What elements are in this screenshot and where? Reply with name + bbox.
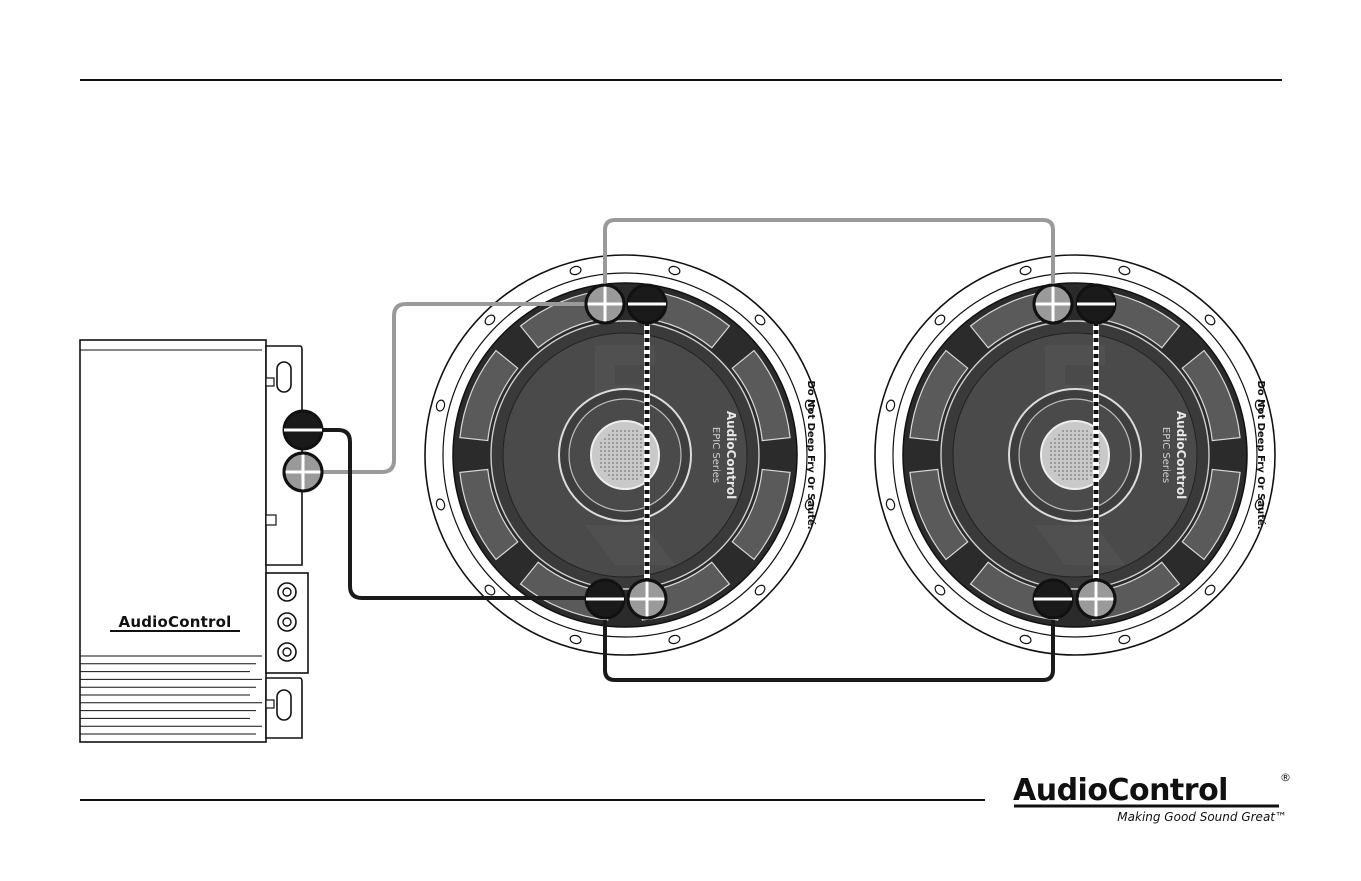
amplifier: AudioControl <box>80 340 308 742</box>
positive-terminal <box>1077 580 1115 618</box>
rca-jack <box>278 643 296 661</box>
speaker-brand: AudioControl <box>1174 411 1188 499</box>
negative-terminal <box>284 411 322 449</box>
positive-terminal <box>1034 285 1072 323</box>
speaker-warning: Do Not Deep Fry Or Sauté. <box>1255 380 1267 529</box>
speaker-right <box>875 255 1275 655</box>
footer-logo: AudioControl ® Making Good Sound Great™ <box>1013 771 1291 824</box>
speaker-warning: Do Not Deep Fry Or Sauté. <box>805 380 817 529</box>
rca-jack <box>278 583 296 601</box>
positive-terminal <box>586 285 624 323</box>
speaker-series: EPIC Series <box>710 427 721 483</box>
amplifier-brand: AudioControl <box>119 613 232 631</box>
speaker-series: EPIC Series <box>1160 427 1171 483</box>
footer-logo-brand: AudioControl <box>1013 773 1228 808</box>
mounting-slot <box>277 362 291 392</box>
footer-logo-tagline: Making Good Sound Great™ <box>1117 810 1287 824</box>
mounting-slot <box>277 690 291 720</box>
negative-terminal <box>1034 580 1072 618</box>
rca-jack <box>278 613 296 631</box>
negative-terminal <box>586 580 624 618</box>
positive-terminal <box>284 453 322 491</box>
positive-terminal <box>628 580 666 618</box>
negative-terminal <box>1077 285 1115 323</box>
negative-terminal <box>628 285 666 323</box>
footer-logo-registered: ® <box>1280 771 1291 784</box>
amplifier-chassis <box>80 340 266 742</box>
speaker-brand: AudioControl <box>724 411 738 499</box>
